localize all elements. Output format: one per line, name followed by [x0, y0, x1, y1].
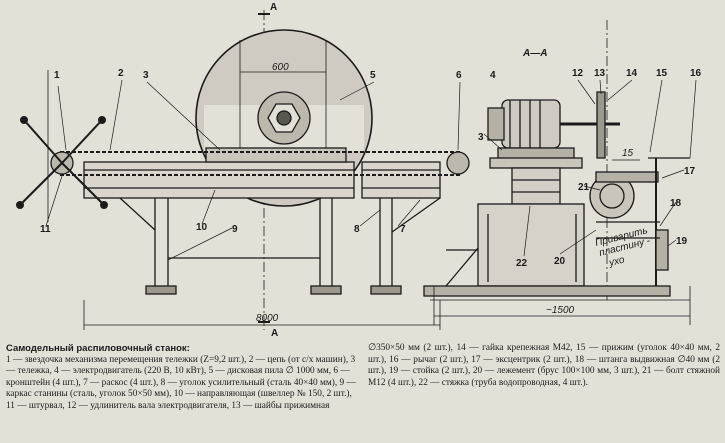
part-label: 1 [54, 70, 60, 81]
part-label: 20 [554, 256, 566, 267]
part-label: 5 [370, 70, 376, 81]
caption-text-right: ∅350×50 мм (2 шт.), 14 — гайка крепежная… [368, 343, 720, 388]
part-label: 14 [626, 68, 638, 79]
part-label: 16 [690, 68, 702, 79]
caption-title: Самодельный распиловочный станок: [6, 343, 190, 354]
part-label: 6 [456, 70, 462, 81]
dim-total-length: 8000 [256, 313, 279, 324]
part-label: 15 [656, 68, 668, 79]
part-label: 2 [118, 68, 124, 79]
part-label: 17 [684, 166, 696, 177]
caption-left-column: Самодельный распиловочный станок: 1 — зв… [6, 343, 356, 413]
dim-side-length: ~1500 [546, 305, 575, 316]
handwheel [16, 116, 108, 209]
part-label: 3 [478, 132, 484, 143]
part-label: 10 [196, 222, 208, 233]
technical-drawing: А А А—А 600 8000 ~1500 15 1 2 3 4 5 6 7 … [16, 2, 702, 339]
left-frame [50, 147, 470, 295]
dim-gap: 15 [622, 148, 634, 159]
section-label-bottom: А [271, 328, 278, 339]
figure-caption: Самодельный распиловочный станок: 1 — зв… [6, 343, 720, 441]
motor-section [423, 20, 691, 325]
part-label: 3 [143, 70, 149, 81]
part-label: 19 [676, 236, 688, 247]
section-view-title: А—А [522, 48, 547, 59]
caption-right-column: ∅350×50 мм (2 шт.), 14 — гайка крепежная… [368, 343, 720, 389]
part-label: 4 [490, 70, 496, 81]
part-label: 21 [578, 182, 590, 193]
dim-saw-width: 600 [272, 62, 289, 73]
part-label: 7 [400, 224, 406, 235]
part-label: 22 [516, 258, 528, 269]
part-label: 8 [354, 224, 360, 235]
part-label: 9 [232, 224, 238, 235]
inscription-line: ухо [607, 254, 626, 269]
part-label: 13 [594, 68, 606, 79]
caption-text-left: 1 — звездочка механизма перемещения теле… [6, 354, 356, 411]
part-label: 18 [670, 198, 682, 209]
part-label: 11 [40, 224, 51, 235]
section-label-top: А [270, 2, 277, 13]
part-label: 12 [572, 68, 584, 79]
